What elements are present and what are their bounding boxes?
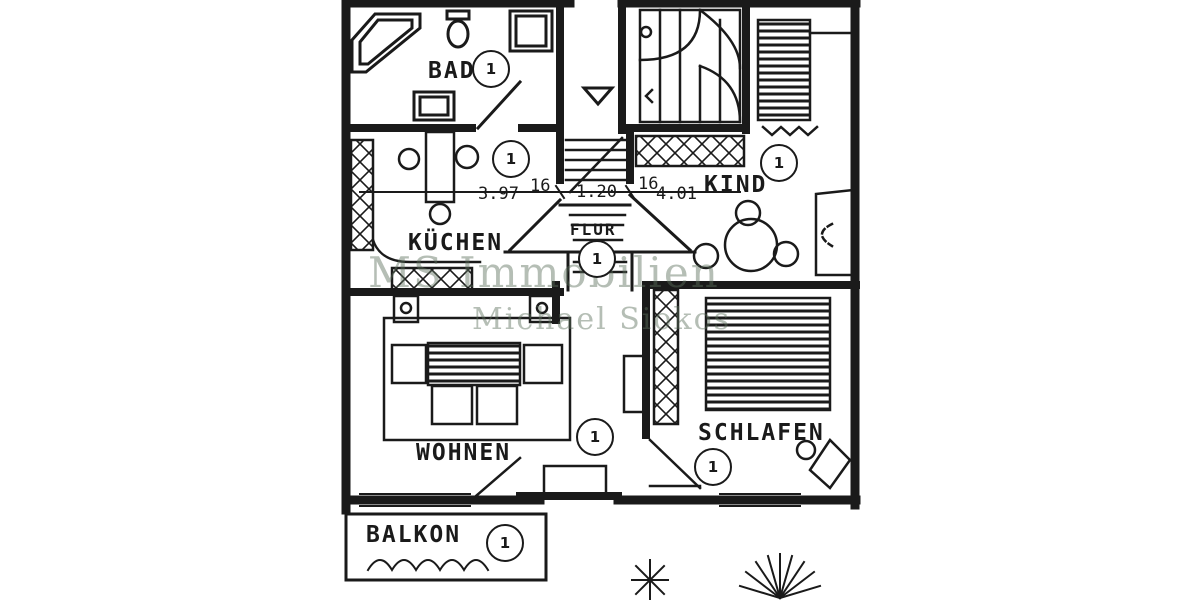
watermark-company: MS Immobilien [368, 248, 720, 297]
kind-furniture [634, 18, 855, 277]
kitchen-fixtures [349, 130, 482, 292]
dimension-flur-width: 1.20 [576, 182, 617, 202]
dimension-kind-width: 4.01 [656, 184, 697, 204]
outer-walls [341, 0, 861, 515]
room-marker-schlafen: 1 [694, 448, 732, 486]
room-label-balkon: BALKON [366, 522, 462, 548]
room-label-flur: FLUR [570, 220, 617, 239]
schlafen-furniture [648, 288, 852, 490]
room-label-kind: KIND [704, 172, 768, 198]
room-label-wohnen: WOHNEN [416, 440, 512, 466]
bathroom-fixtures [350, 9, 554, 131]
dimension-wall-left: 16 [530, 176, 551, 196]
arrow-down-icon [580, 86, 616, 107]
wohnen-furniture [382, 294, 648, 498]
room-label-kuechen: KÜCHEN [408, 230, 504, 256]
windows [359, 493, 801, 507]
room-label-bad: BAD [428, 58, 476, 84]
garden-plants [631, 553, 822, 601]
room-label-schlafen: SCHLAFEN [698, 420, 825, 446]
spiral-stair [638, 8, 742, 124]
room-marker-kuechen: 1 [492, 140, 530, 178]
room-marker-kind: 1 [760, 144, 798, 182]
dimension-wall-right: 16 [638, 174, 659, 194]
room-marker-bad: 1 [472, 50, 510, 88]
room-marker-flur: 1 [578, 240, 616, 278]
room-marker-wohnen: 1 [576, 418, 614, 456]
dimension-kuechen-width: 3.97 [478, 184, 519, 204]
dimension-line [359, 184, 741, 200]
watermark-name: Michael Siokos [472, 302, 732, 337]
room-marker-balkon: 1 [486, 524, 524, 562]
balkon [344, 508, 548, 582]
